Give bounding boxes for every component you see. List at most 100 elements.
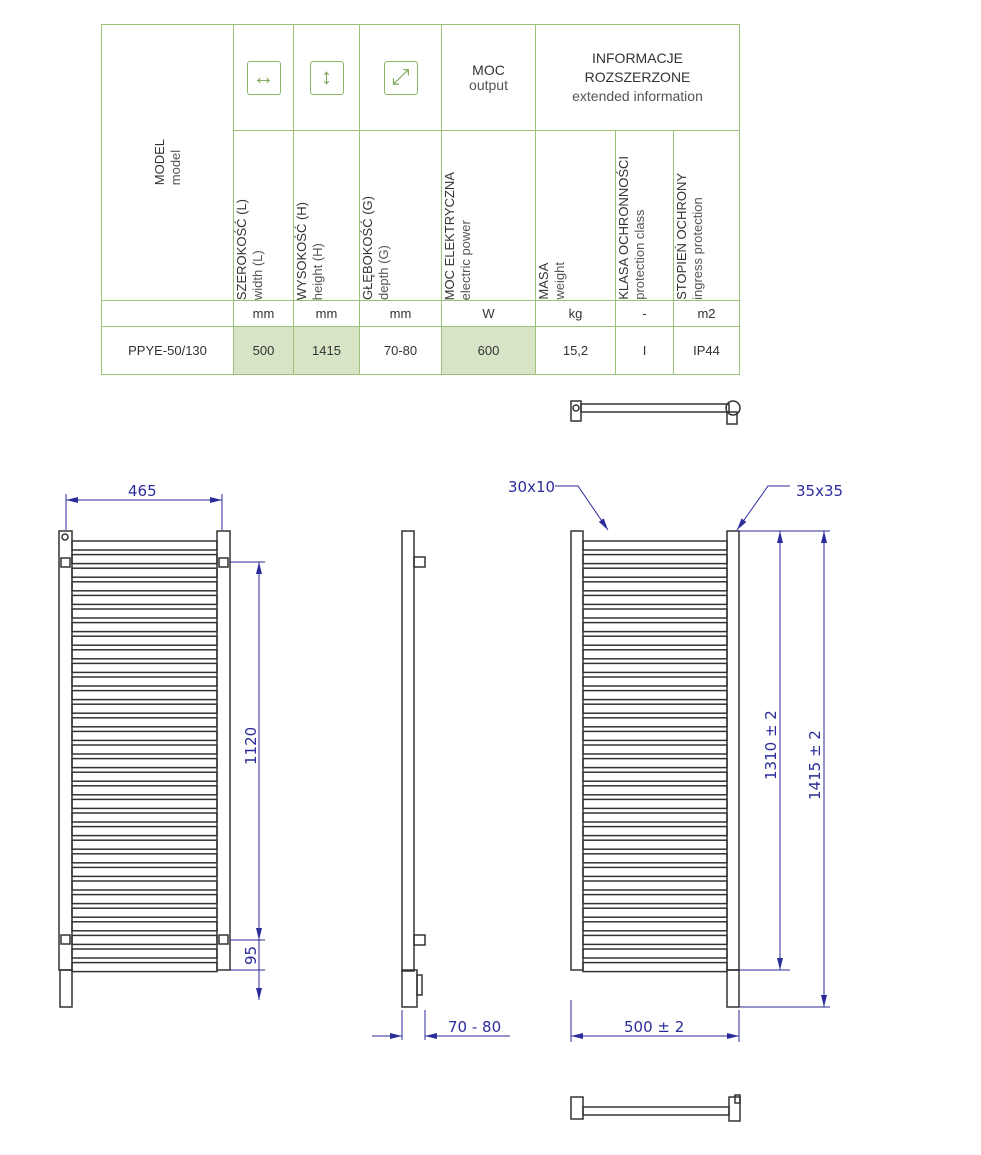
rung [582, 608, 728, 619]
power-value: 600 [441, 326, 536, 375]
rung [582, 961, 728, 973]
rung [582, 921, 728, 932]
rung [71, 608, 218, 619]
rung [582, 934, 728, 946]
rung [71, 649, 218, 660]
horizontal-arrow-icon: ↔ [246, 60, 281, 95]
dim-1415: 1415 ± 2 [806, 730, 824, 800]
rung [582, 703, 728, 714]
front-view-left [58, 530, 231, 1008]
rung [582, 907, 728, 918]
rung [71, 717, 218, 728]
unit: mm [359, 300, 442, 327]
rung [71, 662, 218, 674]
vertical-arrow-icon: ↕ [309, 60, 344, 95]
rung [71, 581, 218, 592]
rung [582, 744, 728, 755]
rung [582, 581, 728, 592]
depth-header: GŁĘBOKOŚĆ (G)depth (G) [359, 130, 442, 301]
rung [71, 798, 218, 810]
rung [71, 839, 218, 850]
rung [71, 880, 218, 891]
rung [71, 948, 218, 959]
rung [582, 771, 728, 782]
rung [71, 961, 218, 973]
rung [71, 866, 218, 878]
rung [582, 676, 728, 687]
rung [71, 757, 218, 769]
side-view [401, 530, 426, 1008]
rung [71, 676, 218, 687]
width-header: SZEROKOŚĆ (L)width (L) [233, 130, 294, 301]
rung [582, 798, 728, 810]
top-view-lower [570, 1094, 741, 1122]
rung [582, 689, 728, 701]
rung [71, 825, 218, 837]
rung [71, 703, 218, 714]
rung [582, 649, 728, 660]
rung [582, 553, 728, 565]
dim-1120: 1120 [242, 727, 260, 765]
rung [71, 812, 218, 823]
dim-width: 500 ± 2 [624, 1018, 684, 1036]
rung [582, 785, 728, 796]
dim-95: 95 [242, 946, 260, 965]
rung [71, 785, 218, 796]
rung [71, 934, 218, 946]
rung [71, 853, 218, 864]
rung [71, 907, 218, 918]
rung [71, 921, 218, 932]
rung [582, 621, 728, 633]
protection-class-value: I [615, 326, 674, 375]
profile-tube: 35x35 [796, 482, 843, 500]
ingress-value: IP44 [673, 326, 740, 375]
rung [582, 662, 728, 674]
dim-1310: 1310 ± 2 [762, 710, 780, 780]
rung [582, 567, 728, 578]
top-view-upper [570, 400, 741, 425]
rung [582, 880, 728, 891]
rung [71, 553, 218, 565]
dim-depth: 70 - 80 [448, 1018, 501, 1036]
front-view-right [570, 530, 740, 1008]
dim-465: 465 [128, 482, 157, 500]
rung [582, 893, 728, 905]
rung [71, 567, 218, 578]
height-value: 1415 [293, 326, 360, 375]
rung [582, 594, 728, 606]
unit: kg [535, 300, 616, 327]
rung [582, 730, 728, 742]
rung [71, 594, 218, 606]
rung [71, 540, 218, 551]
rung [71, 893, 218, 905]
mass-value: 15,2 [535, 326, 616, 375]
model-value: PPYE-50/130 [101, 326, 234, 375]
rung [582, 866, 728, 878]
rung [582, 948, 728, 959]
rung [71, 689, 218, 701]
rung [582, 540, 728, 551]
rung [582, 635, 728, 646]
depth-value: 70-80 [359, 326, 442, 375]
width-value: 500 [233, 326, 294, 375]
rung [582, 825, 728, 837]
profile-rung: 30x10 [508, 478, 555, 496]
rung [71, 771, 218, 782]
rung [582, 853, 728, 864]
diagonal-arrow-icon: ⤢ [383, 60, 418, 95]
rung [582, 717, 728, 728]
rung [71, 744, 218, 755]
unit: mm [233, 300, 294, 327]
rung [582, 757, 728, 769]
rung [71, 635, 218, 646]
rung [582, 839, 728, 850]
rung [71, 730, 218, 742]
